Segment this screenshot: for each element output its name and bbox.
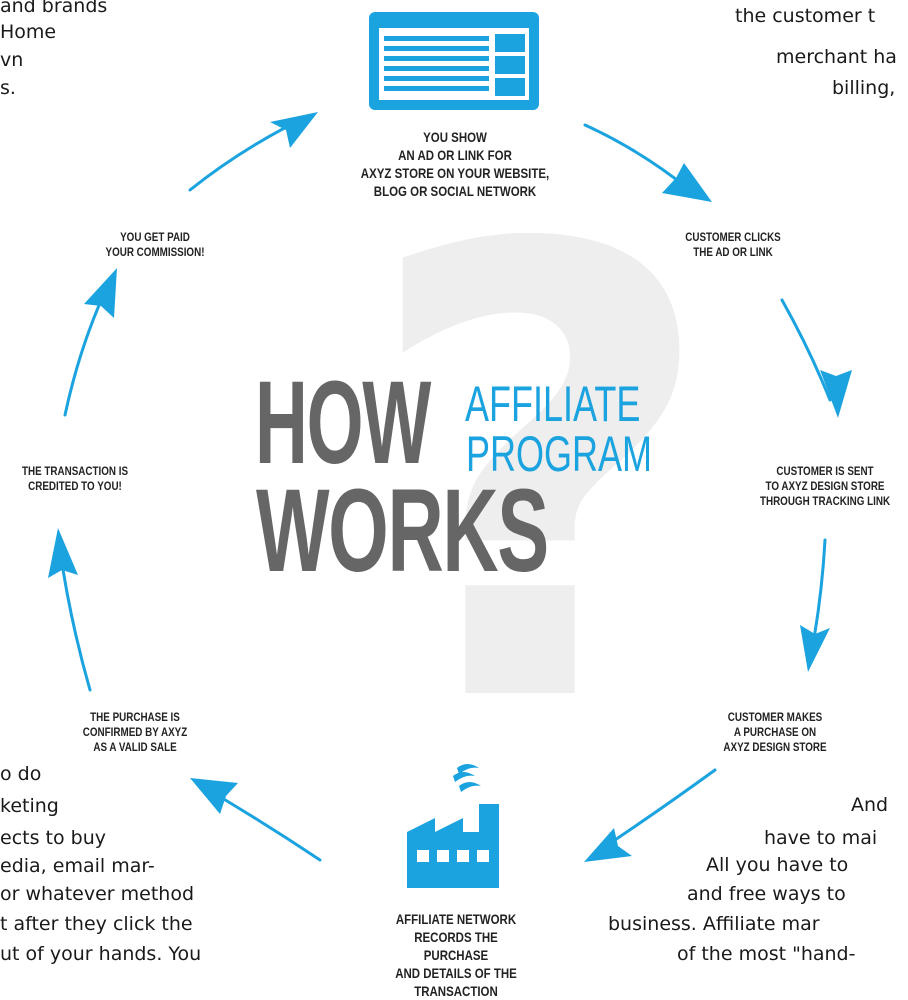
step-transaction-credited: THE TRANSACTION IS CREDITED TO YOU! xyxy=(21,464,129,493)
text-fragment: or whatever method xyxy=(0,883,194,905)
step-customer-sent: CUSTOMER IS SENT TO AXYZ DESIGN STORE TH… xyxy=(759,464,891,508)
text-fragment: the customer t xyxy=(735,5,876,27)
arrow-icon xyxy=(662,163,712,202)
text-fragment: merchant ha xyxy=(776,46,897,68)
text-fragment: keting xyxy=(0,795,59,817)
text-fragment: have to mai xyxy=(764,827,878,849)
step-network-records: AFFILIATE NETWORK RECORDS THE PURCHASE A… xyxy=(395,911,517,999)
text-fragment: vn xyxy=(0,49,24,71)
arrow-icon xyxy=(820,370,852,418)
browser-window-icon xyxy=(369,12,539,110)
step-get-paid: YOU GET PAID YOUR COMMISSION! xyxy=(105,230,205,259)
text-fragment: s. xyxy=(0,77,16,99)
arrow-icon xyxy=(190,778,238,814)
title-affiliate: AFFILIATE xyxy=(465,376,641,432)
text-fragment: o do xyxy=(0,763,42,785)
arrow-line xyxy=(598,768,717,852)
arrow-line xyxy=(188,118,302,192)
text-fragment: And xyxy=(851,794,889,816)
text-fragment: of the most "hand- xyxy=(677,943,856,965)
text-fragment: t after they click the xyxy=(0,913,193,935)
text-fragment: business. Affiliate mar xyxy=(608,913,820,935)
title-works: WORKS xyxy=(256,465,549,597)
step-purchase-confirmed: THE PURCHASE IS CONFIRMED BY AXYZ AS A V… xyxy=(82,710,188,754)
arrow-icon xyxy=(270,112,318,148)
arrow-icon xyxy=(84,268,117,318)
step-customer-clicks: CUSTOMER CLICKS THE AD OR LINK xyxy=(685,230,781,259)
text-fragment: and brands xyxy=(0,0,108,17)
text-fragment: All you have to xyxy=(706,854,849,876)
text-fragment: edia, email mar- xyxy=(0,855,155,877)
title-program: PROGRAM xyxy=(466,426,653,482)
arrow-icon xyxy=(584,828,632,862)
factory-icon xyxy=(407,764,499,888)
arrow-icon xyxy=(48,528,78,578)
step-show-ad: YOU SHOW AN AD OR LINK FOR AXYZ STORE ON… xyxy=(360,129,550,199)
text-fragment: and free ways to xyxy=(687,883,846,905)
arrow-line xyxy=(780,298,832,402)
title-how: HOW xyxy=(255,357,431,489)
question-mark-watermark: ? xyxy=(360,119,720,840)
arrow-icon xyxy=(800,625,830,672)
text-fragment: billing, xyxy=(832,77,896,99)
step-customer-purchase: CUSTOMER MAKES A PURCHASE ON AXYZ DESIGN… xyxy=(723,710,827,754)
text-fragment: ut of your hands. You xyxy=(0,943,202,965)
text-fragment: Home xyxy=(0,21,57,43)
text-fragment: ects to buy xyxy=(0,827,106,849)
